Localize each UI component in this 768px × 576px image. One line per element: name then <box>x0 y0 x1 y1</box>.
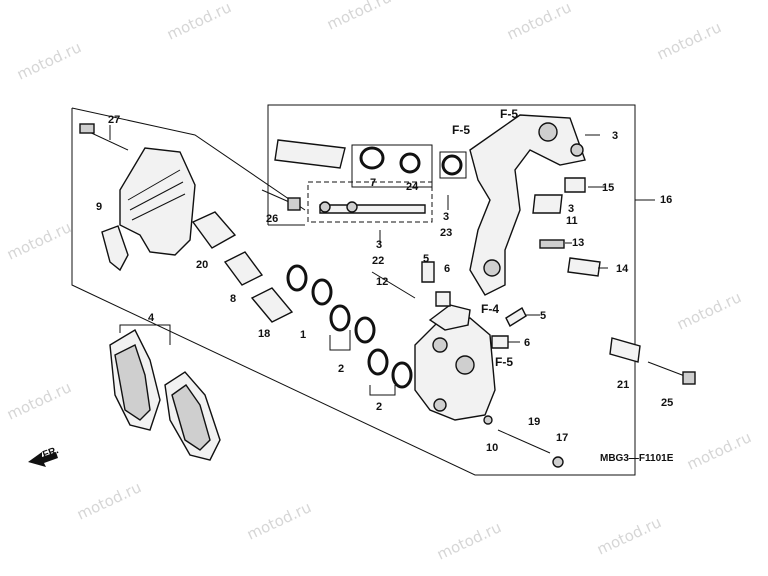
part-label: 22 <box>372 255 384 267</box>
part-label: 25 <box>661 397 673 409</box>
part-label: 24 <box>406 181 419 193</box>
front-arrow-icon <box>28 452 58 467</box>
pad-spring <box>101 225 129 272</box>
part-label: 10 <box>486 442 498 454</box>
part-label: 19 <box>528 416 540 428</box>
watermark: motod.ru <box>244 498 314 543</box>
bolts <box>79 123 696 468</box>
caliper-body <box>414 304 496 421</box>
assembly-outline <box>71 104 636 476</box>
part-label: 11 <box>566 215 578 227</box>
part-label: 6 <box>524 337 530 349</box>
caliper-bracket <box>469 114 586 296</box>
part-label: 3 <box>612 130 618 142</box>
watermark: motod.ru <box>654 18 724 63</box>
part-label: 4 <box>148 312 155 324</box>
piston-seals <box>286 264 413 389</box>
part-label: 17 <box>556 432 568 444</box>
part-label: 13 <box>572 237 584 249</box>
part-label: 5 <box>423 253 429 265</box>
brake-pads <box>109 329 221 461</box>
part-label: 2 <box>338 363 344 375</box>
watermark: motod.ru <box>164 0 234 44</box>
part-label: 15 <box>602 182 614 194</box>
pin-sleeves <box>191 211 294 323</box>
part-label: 9 <box>96 201 102 213</box>
diagram-code: MBG3—F1101E <box>600 453 674 464</box>
watermark: motod.ru <box>434 518 504 563</box>
part-label: 8 <box>230 293 236 305</box>
watermark: motod.ru <box>4 218 74 263</box>
part-label: 23 <box>440 227 452 239</box>
ref-f5-bottom: F-5 <box>495 355 513 369</box>
watermark: motod.ru <box>504 0 574 44</box>
part-label: 12 <box>376 276 388 288</box>
part-label: 27 <box>108 114 120 126</box>
part-label: 3 <box>443 211 449 223</box>
watermark: motod.ru <box>14 38 84 83</box>
part-label: 1 <box>300 329 306 341</box>
watermark: motod.ru <box>594 513 664 558</box>
part-labels: 27 9 20 8 18 4 1 2 2 26 7 24 3 23 3 22 1… <box>96 114 673 454</box>
leader-lines <box>109 125 655 396</box>
part-label: 16 <box>660 194 672 206</box>
watermark: motod.ru <box>324 0 394 34</box>
watermark: motod.ru <box>674 288 744 333</box>
part-label: 20 <box>196 259 208 271</box>
part-label: 3 <box>376 239 382 251</box>
part-label: 2 <box>376 401 382 413</box>
front-marker: FR. <box>41 445 60 461</box>
watermark: motod.ru <box>4 378 74 423</box>
part-label: 18 <box>258 328 270 340</box>
watermark: motod.ru <box>74 478 144 523</box>
part-label: 14 <box>616 263 629 275</box>
part-label: 3 <box>568 203 574 215</box>
part-label: 6 <box>444 263 450 275</box>
ref-f4: F-4 <box>481 302 499 316</box>
part-label: 7 <box>370 177 376 189</box>
ref-f5-left: F-5 <box>452 123 470 137</box>
piston-kit <box>274 139 467 223</box>
part-label: 26 <box>266 213 278 225</box>
ref-f5-top: F-5 <box>500 107 518 121</box>
part-label: 5 <box>540 310 546 322</box>
part-label: 21 <box>617 379 629 391</box>
left-caliper-half <box>119 147 196 256</box>
watermark: motod.ru <box>684 428 754 473</box>
